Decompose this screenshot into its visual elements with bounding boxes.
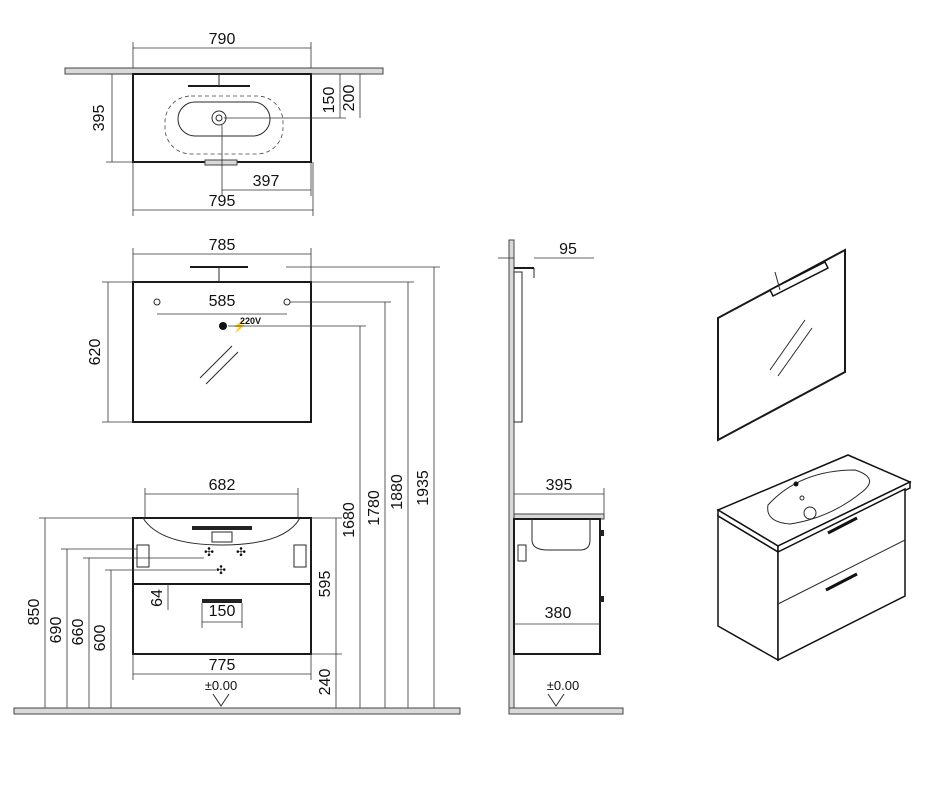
dim-150-cab-label: 150 bbox=[209, 603, 236, 620]
cabinet-front-3d bbox=[777, 487, 906, 662]
dim-690-label: 690 bbox=[48, 617, 65, 644]
glass-reflect-2 bbox=[205, 351, 239, 385]
siphon-front bbox=[211, 531, 233, 543]
handle-side-2 bbox=[600, 596, 604, 602]
dim-397-label: 397 bbox=[253, 173, 280, 190]
glass-reflect-3d-1 bbox=[769, 319, 806, 371]
dim-395-top-label: 395 bbox=[91, 105, 108, 132]
floor-level-front-label: ±0.00 bbox=[205, 678, 237, 693]
power-outlet-icon bbox=[219, 322, 227, 330]
handle-3d-2 bbox=[825, 572, 858, 592]
level-marker-side-icon bbox=[547, 693, 565, 707]
dim-660-label: 660 bbox=[70, 619, 87, 646]
dim-850-label: 850 bbox=[26, 599, 43, 626]
floor-level-side-label: ±0.00 bbox=[547, 678, 579, 693]
floor-side bbox=[508, 707, 624, 715]
dim-785-label: 785 bbox=[209, 237, 236, 254]
dim-620-label: 620 bbox=[87, 339, 104, 366]
dim-1880-label: 1880 bbox=[389, 474, 406, 510]
dim-380-label: 380 bbox=[545, 605, 572, 622]
level-marker-front-icon bbox=[212, 693, 230, 707]
lamp-3d bbox=[768, 260, 830, 298]
dim-595-label: 595 bbox=[317, 571, 334, 598]
basin-3d bbox=[767, 469, 870, 525]
dim-64-label: 64 bbox=[149, 589, 166, 607]
dim-200-top-label: 200 bbox=[341, 85, 358, 112]
drawer-handle-front bbox=[192, 526, 252, 530]
hanger-left bbox=[136, 544, 150, 568]
pipe-cross-icon-1: ✣ bbox=[204, 545, 214, 559]
dim-600-label: 600 bbox=[92, 625, 109, 652]
floor-front bbox=[13, 707, 461, 715]
dim-775-label: 775 bbox=[209, 657, 236, 674]
handle-side-1 bbox=[600, 530, 604, 536]
hanger-side bbox=[517, 544, 527, 562]
screw-left-icon bbox=[153, 298, 161, 306]
dim-790-label: 790 bbox=[209, 31, 236, 48]
dim-1780-label: 1780 bbox=[366, 490, 383, 526]
mirror-3d bbox=[717, 248, 846, 442]
handle-3d-1 bbox=[827, 516, 858, 535]
pipe-cross-icon-3: ✣ bbox=[216, 563, 226, 577]
glass-reflect-3d-2 bbox=[777, 327, 813, 377]
drain-3d-icon bbox=[803, 506, 817, 520]
mirror-side bbox=[513, 271, 523, 423]
drawer-handle-lower bbox=[202, 599, 242, 603]
bowl-outline-top bbox=[164, 95, 284, 155]
dim-395-side-label: 395 bbox=[546, 477, 573, 494]
dim-150-top-label: 150 bbox=[321, 87, 338, 114]
dim-585-label: 585 bbox=[209, 293, 236, 310]
pipe-cross-icon-2: ✣ bbox=[236, 545, 246, 559]
dim-682-label: 682 bbox=[209, 477, 236, 494]
side-view: 95 395 380 ±0.00 bbox=[498, 239, 624, 715]
dim-795-label: 795 bbox=[209, 193, 236, 210]
bowl-side bbox=[531, 519, 591, 551]
drawer-split-3d bbox=[777, 539, 906, 605]
drain-inner-icon bbox=[215, 114, 223, 122]
mirror-front bbox=[132, 281, 312, 423]
glass-reflect-1 bbox=[199, 345, 233, 379]
dim-1935-label: 1935 bbox=[415, 470, 432, 506]
dim-1680-label: 1680 bbox=[341, 502, 358, 538]
power-label: 220V bbox=[240, 316, 261, 326]
cabinet-side bbox=[513, 518, 601, 655]
perspective-view bbox=[716, 248, 912, 662]
front-view: 585 ⚡ 220V 785 620 ✣ ✣ ✣ 682 bbox=[13, 237, 461, 715]
handle-top bbox=[204, 159, 238, 166]
drain-icon-top bbox=[211, 110, 227, 126]
bowl-inner-top bbox=[177, 101, 271, 137]
dim-240-label: 240 bbox=[317, 669, 334, 696]
cabinet-front bbox=[132, 517, 312, 655]
hanger-right bbox=[293, 544, 307, 568]
screw-right-icon bbox=[283, 298, 291, 306]
tap-hole-3d-icon bbox=[793, 481, 799, 487]
top-view: 790 395 150 200 397 795 bbox=[64, 31, 384, 216]
basin-bowl-front bbox=[142, 517, 301, 546]
dim-95-label: 95 bbox=[559, 241, 577, 258]
